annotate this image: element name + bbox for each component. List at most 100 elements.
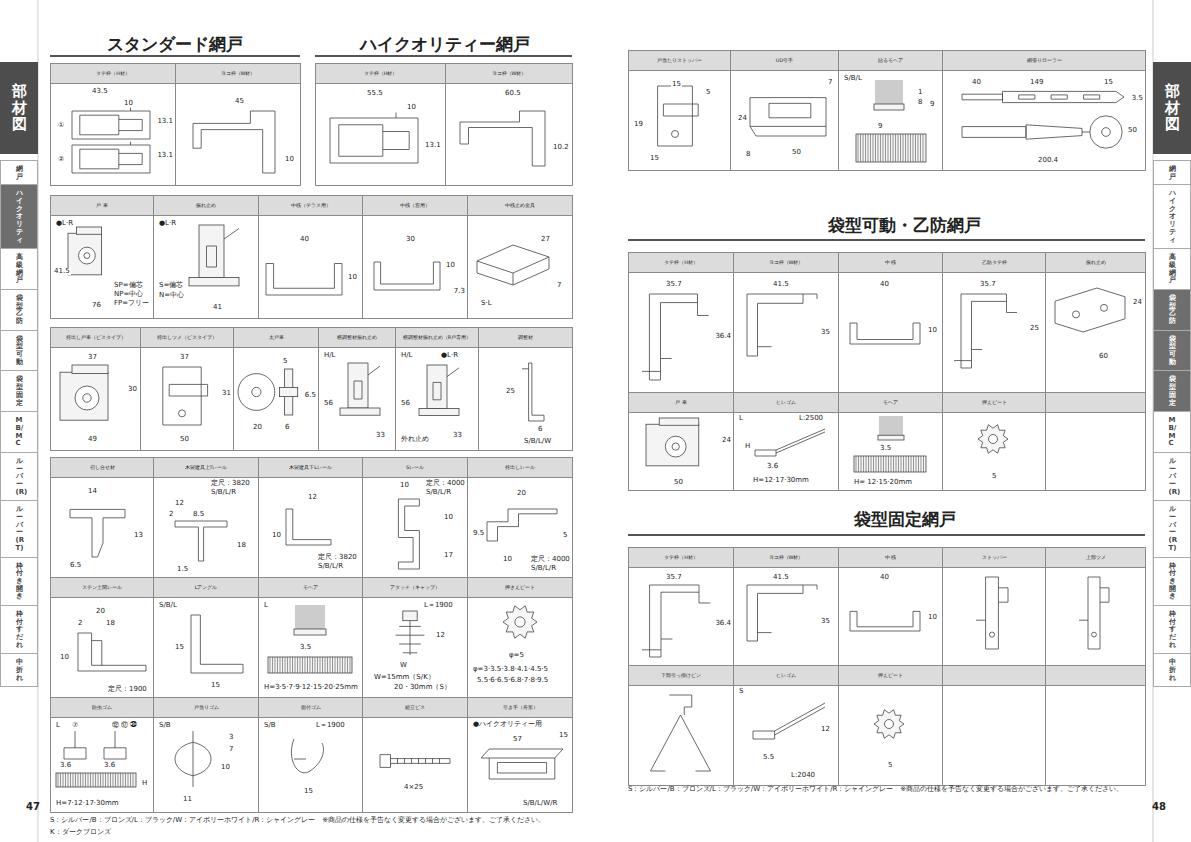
part-drawing [658, 86, 699, 146]
dimension-label: ●L·R [440, 352, 459, 359]
profile-line [398, 499, 419, 569]
dimension-label: 10 [502, 556, 513, 563]
part-name: 持出しレール [468, 458, 572, 478]
index-tab: MB/MC [1153, 412, 1191, 453]
index-tab: MB/MC [0, 412, 38, 453]
part-drawing [481, 749, 563, 779]
dimension-label: S=偏芯 [158, 282, 184, 289]
index-tab: 袋型固定 [0, 371, 38, 412]
gear-outline [874, 710, 904, 739]
dimension-label: 10 [59, 654, 70, 661]
dimension-label: L [263, 602, 269, 609]
profile-rect [199, 225, 224, 278]
page-number: 47 [26, 801, 40, 812]
wheel-circle [179, 410, 186, 417]
dimension-label: 8 [745, 151, 751, 158]
part-drawing [68, 227, 102, 275]
wheel-circle [1100, 304, 1107, 311]
dimension-label: 20・30mm（S） [393, 684, 452, 691]
part-cell: 振れ止め●L·RS=偏芯N=中心41 [153, 195, 259, 319]
part-cell: 木製建具下Lレール1210定尺：3820S/B/L/R [258, 457, 363, 578]
profile-line [522, 363, 544, 421]
dimension-label: H=7·12·17·30mm [55, 800, 120, 807]
index-tab: ルーバー(RT) [0, 501, 38, 557]
part-name: 押えビート [839, 666, 942, 686]
dimension-label: φ=3·3.5·3.8·4.1·4.5·5 [472, 666, 549, 673]
footnote: S：シルバー/B：ブロンズ/L：ブラック/W：アイボリーホワイト/R：シャイング… [628, 784, 1123, 794]
index-tab: 袋型乙防 [1153, 290, 1191, 331]
wheel-circle [238, 374, 275, 411]
profile-line [64, 731, 86, 759]
table-header [1046, 393, 1146, 413]
index-tab: 袋型可動 [0, 331, 38, 372]
tab-label: MB/MC [1169, 417, 1176, 448]
profile-rect [348, 363, 368, 408]
part-cell: 戸当りゴムS/B371011 [153, 697, 259, 813]
profile-line [330, 113, 418, 163]
dimension-label: 56 [400, 400, 411, 407]
dimension-label: W=15mm（S/K） [373, 674, 436, 681]
profile-line [72, 108, 150, 139]
dimension-label: 3.5 [1131, 95, 1144, 102]
dimension-label: S/B/L/R [317, 563, 344, 570]
part-drawing [954, 294, 1017, 368]
tab-label: ルーバー(R) [1169, 458, 1176, 496]
dimension-label: 60 [1098, 353, 1109, 360]
part-cell: ヨコ枠（W材）4510 [175, 63, 301, 186]
part-name: 木製建具上Tレール [154, 458, 258, 478]
tab-label: 部材図 [1165, 83, 1180, 133]
part-drawing [104, 731, 126, 759]
dimension-label: ① [57, 122, 65, 129]
part-cell: 組立ビス4×25 [362, 697, 468, 813]
profile-line [175, 731, 211, 787]
profile-line [747, 294, 817, 356]
strip-outline [268, 657, 352, 673]
part-drawing [175, 731, 211, 787]
part-drawing [747, 585, 817, 641]
part-cell: 面付ゴムS/BL＝190015 [258, 697, 363, 813]
dimension-label: 9.5 [472, 530, 485, 537]
part-name: UD引手 [731, 51, 838, 71]
part-cell: 押さえビートφ=5φ=3·3.5·3.8·4.1·4.5·55.5·6·6.5·… [467, 577, 573, 698]
dimension-label: 9 [929, 101, 935, 108]
part-drawing [374, 262, 440, 290]
dimension-label: 3 [228, 734, 234, 741]
part-cell: モヘア3.5H= 12·15·20mm [838, 392, 943, 491]
part-name: 中 桟 [839, 253, 942, 273]
index-tab: ハイクオリティ [1153, 185, 1191, 249]
tab-label: 網戸 [16, 166, 23, 181]
part-name: タテ枠（H材） [316, 64, 445, 84]
part-drawing [340, 363, 380, 415]
dimension-label: 10 [284, 156, 295, 163]
part-cell: 上部ツメ [1045, 547, 1146, 666]
bristle-lines [858, 134, 923, 162]
part-name: 振れ止め [1046, 253, 1145, 273]
dimension-label: 7 [827, 79, 833, 86]
dimension-label: 1 [917, 89, 923, 96]
dimension-label: 15 [210, 682, 221, 689]
part-cell: 持出し戸車（ビスタイプ）373049 [50, 327, 141, 451]
profile-line [477, 245, 549, 285]
dimension-label: NP=中心 [113, 291, 144, 298]
dimension-label: 10 [399, 482, 410, 489]
profile-line [1055, 288, 1125, 332]
index-tab: 枠付き開き [1153, 558, 1191, 606]
profile-line [487, 509, 557, 541]
part-cell: 持出しツメ（ビスタイプ）373150 [140, 327, 234, 451]
wheel-circle [75, 386, 99, 410]
dimension-label: H=3·5·7·9·12·15·20·25mm [263, 684, 359, 691]
dimension-label: SP=偏芯 [113, 282, 144, 289]
part-cell: ヨコ枠（W材）60.510.2 [445, 63, 573, 186]
wheel-circle [84, 253, 90, 259]
dimension-label: 15 [649, 155, 660, 162]
part-drawing [238, 369, 298, 415]
dimension-label: 24 [737, 115, 748, 122]
dimension-label: 20 [252, 424, 263, 431]
index-tab: 高級網戸 [0, 249, 38, 290]
part-name: 網張りローラー [943, 51, 1145, 71]
part-cell: Sレール10定尺：4000S/B/L/R1017 [362, 457, 468, 578]
dimension-label: 3.5 [879, 445, 892, 452]
dimension-label: 33 [452, 432, 463, 439]
part-name: 引き手（舟形） [468, 698, 572, 718]
